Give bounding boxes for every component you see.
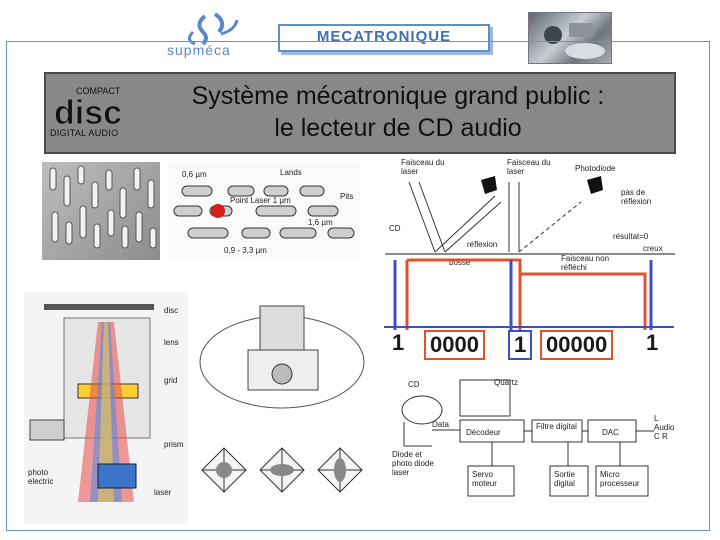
pits-micrograph — [42, 162, 160, 260]
result-label: résultat=0 — [613, 232, 649, 241]
block-diagram: CD Quartz Data Décodeur Filtre digital D… — [392, 374, 692, 524]
photo-electric-label: photo electric — [28, 468, 54, 486]
block-data-label: Data — [432, 420, 449, 429]
bit-1c: 1 — [646, 330, 659, 355]
photodiode-label: Photodiode — [575, 164, 616, 173]
bit-1b: 1 — [508, 330, 533, 360]
header-banner: MECATRONIQUE — [278, 24, 490, 52]
grid-label: grid — [164, 376, 178, 385]
binary-row: 1 0000 1 00000 1 — [384, 326, 674, 362]
cd-mechanism-sketch — [190, 292, 370, 420]
beam1-label: Faisceau du laser — [401, 158, 445, 176]
reflection-diagram: Faisceau du laser Faisceau du laser Phot… — [385, 158, 675, 278]
photodiode-quadrants — [196, 440, 368, 516]
block-decoder-label: Décodeur — [466, 428, 501, 437]
block-output-label: Sortie digital — [554, 470, 575, 488]
bit-0000: 0000 — [424, 330, 485, 360]
block-servo-label: Servo moteur — [472, 470, 497, 488]
bosse-label: bosse — [449, 258, 471, 267]
mechatronics-photo — [528, 12, 612, 64]
slide-title-line2: le lecteur de CD audio — [274, 114, 522, 142]
creux-label: creux — [643, 244, 663, 253]
slide-frame — [6, 41, 710, 531]
disc-label: disc — [164, 306, 179, 315]
cd-logo-compact: COMPACT — [76, 86, 121, 96]
pits-label: Pits — [340, 192, 354, 201]
laser-point-label: Point Laser 1 µm — [230, 196, 291, 205]
lands-label: Lands — [280, 168, 302, 177]
optical-pickup-diagram: disc lens grid prism photo electric lase… — [24, 292, 188, 524]
bit-00000: 00000 — [540, 330, 614, 360]
slide-title: Système mécatronique grand public : le l… — [128, 80, 668, 144]
beam2-label: Faisceau du laser — [507, 158, 551, 176]
block-audio-out-label: L Audio C R — [654, 414, 675, 441]
track-pitch-label: 1,6 µm — [308, 218, 333, 227]
block-dac-label: DAC — [602, 428, 619, 437]
block-filter-label: Filtre digital — [536, 422, 577, 431]
block-quartz-label: Quartz — [494, 378, 519, 387]
laser-label: laser — [154, 488, 172, 497]
prism-label: prism — [164, 440, 184, 449]
pit-width-label: 0,6 µm — [182, 170, 207, 179]
lens-label: lens — [164, 338, 179, 347]
pits-diagram: 0,6 µm Lands Pits Point Laser 1 µm 1,6 µ… — [168, 162, 360, 260]
cd-label: CD — [389, 224, 401, 233]
no-reflection-label: pas de réflexion — [621, 188, 652, 206]
slide-title-line1: Système mécatronique grand public : — [191, 82, 605, 110]
cd-logo-digital-audio: DIGITAL AUDIO — [50, 128, 119, 138]
compact-disc-logo: disc — [50, 82, 130, 140]
reflection-label: réflexion — [467, 240, 498, 249]
title-bar — [44, 72, 676, 154]
bit-1a: 1 — [392, 330, 405, 355]
block-micro-label: Micro processeur — [600, 470, 640, 488]
pit-length-label: 0,9 - 3,3 µm — [224, 246, 267, 255]
reflected-beam-label: Faisceau non réfléchi — [561, 254, 610, 272]
block-diode-label: Diode et photo diode laser — [392, 450, 434, 477]
block-cd-label: CD — [408, 380, 420, 389]
supmeca-logo: supméca — [165, 10, 255, 62]
bit-waveform — [393, 258, 653, 330]
supmeca-logo-text: supméca — [167, 42, 231, 58]
disc-wordmark: disc — [54, 94, 122, 132]
